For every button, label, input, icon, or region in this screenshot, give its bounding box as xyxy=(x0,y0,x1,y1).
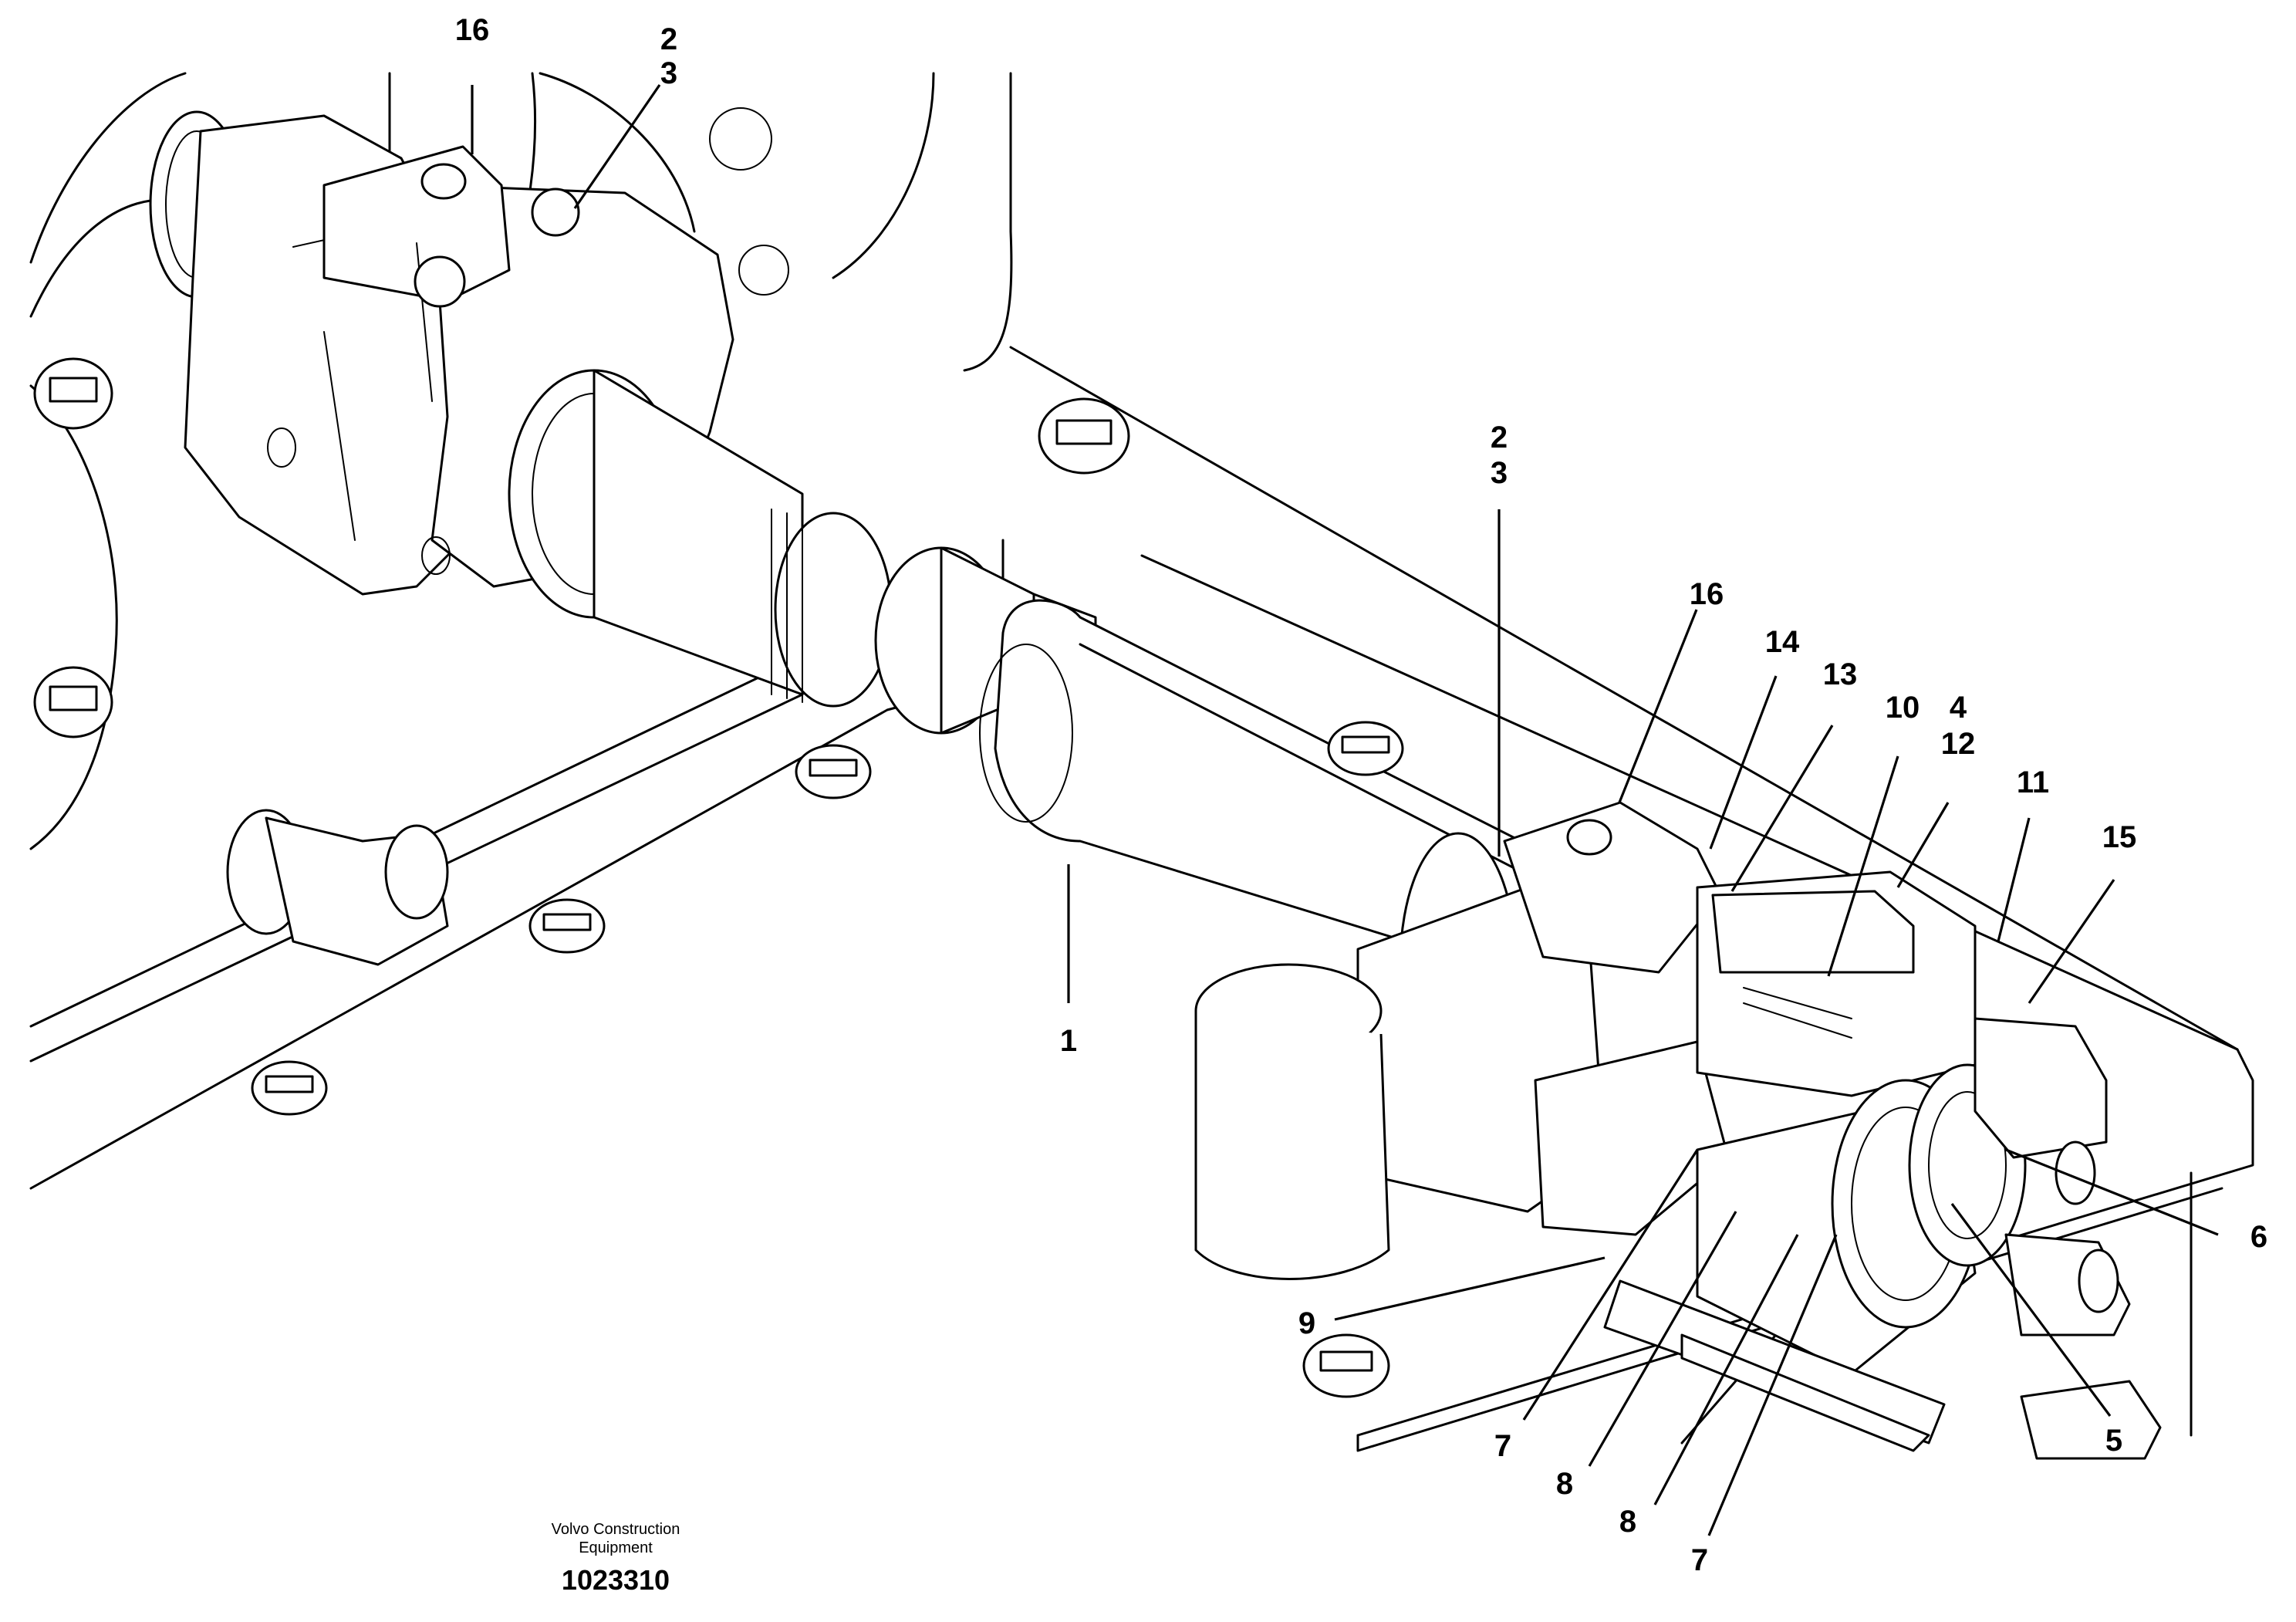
callout-11: 11 xyxy=(2017,765,2049,799)
figure-number: 1023310 xyxy=(562,1564,670,1596)
bolts xyxy=(33,188,1404,1398)
hydraulic-tube xyxy=(1194,963,1390,1280)
leader-lines xyxy=(471,84,2219,1536)
callout-7-right: 7 xyxy=(1691,1543,1708,1577)
right-universal-joint xyxy=(1356,801,2162,1460)
callout-6: 6 xyxy=(2250,1220,2267,1254)
callout-16-top: 16 xyxy=(455,13,490,47)
company-name-line2: Equipment xyxy=(579,1539,653,1556)
callout-7-left: 7 xyxy=(1494,1429,1511,1463)
callout-13: 13 xyxy=(1823,657,1858,691)
callout-3-top: 3 xyxy=(660,56,677,90)
callout-8-left: 8 xyxy=(1556,1467,1573,1501)
bolt-head xyxy=(1327,721,1404,776)
left-universal-joint xyxy=(149,110,734,596)
callout-5: 5 xyxy=(2105,1424,2122,1458)
bolt-head xyxy=(1302,1333,1390,1398)
bolt-head xyxy=(33,357,113,430)
callout-15: 15 xyxy=(2102,820,2137,854)
bolt-head xyxy=(795,744,872,799)
callout-9: 9 xyxy=(1298,1306,1315,1340)
footer-block: Volvo Construction Equipment 1023310 xyxy=(552,1521,680,1596)
callout-2-right: 2 xyxy=(1491,421,1508,454)
callout-2-top: 2 xyxy=(660,22,677,56)
company-name-line1: Volvo Construction xyxy=(552,1521,680,1538)
callout-10: 10 xyxy=(1886,691,1920,725)
callout-labels: 16 2 3 2 3 16 14 13 10 4 12 11 15 1 6 9 … xyxy=(455,13,2267,1577)
elbow-fitting xyxy=(226,809,449,966)
callout-4: 4 xyxy=(1950,691,1967,725)
callout-16-right: 16 xyxy=(1690,577,1724,611)
bolt-head xyxy=(531,188,580,237)
callout-3-right: 3 xyxy=(1491,456,1508,490)
callout-8-right: 8 xyxy=(1619,1505,1636,1539)
callout-14: 14 xyxy=(1765,625,1800,659)
bolt-head xyxy=(1038,397,1130,475)
bolt-head xyxy=(251,1060,328,1116)
bolt-head xyxy=(528,898,606,954)
callout-12: 12 xyxy=(1941,727,1976,761)
bolt-head xyxy=(414,255,466,308)
bolt-head xyxy=(33,666,113,738)
callout-1: 1 xyxy=(1060,1024,1077,1058)
